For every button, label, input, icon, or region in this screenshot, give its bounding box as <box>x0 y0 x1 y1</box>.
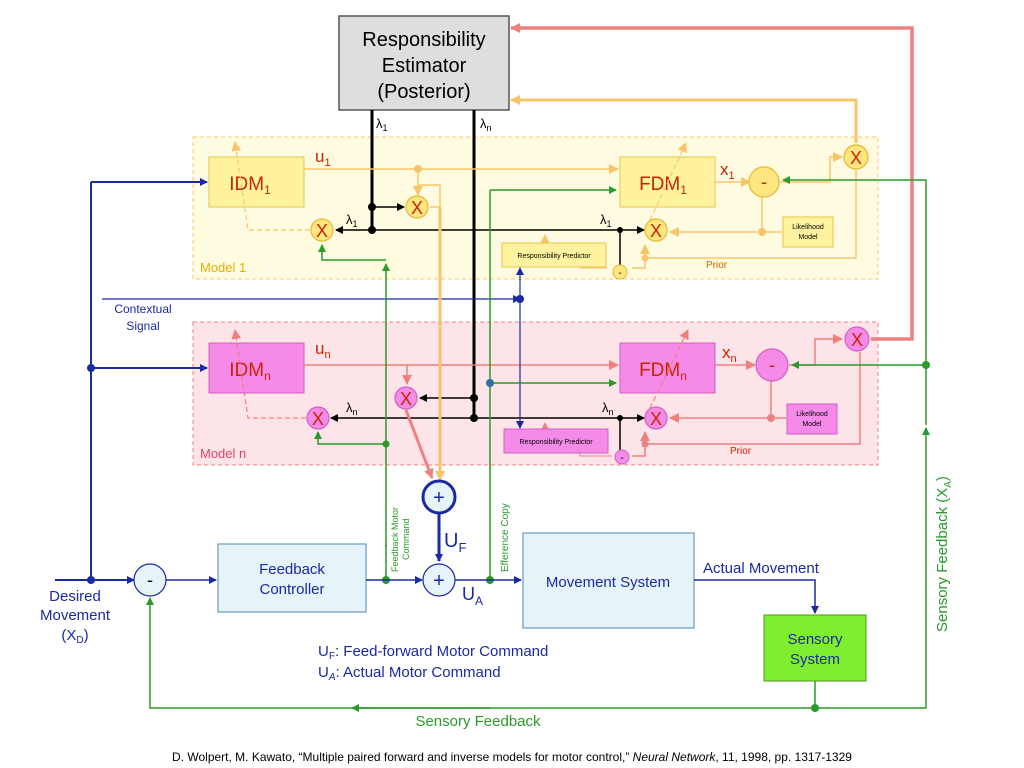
fdm1-multiplier-symbol: X <box>650 221 662 241</box>
sensory-system-line1: Sensory <box>787 631 843 648</box>
actual-movement-label: Actual Movement <box>703 560 820 577</box>
lambda1-fdm-label: λ1 <box>600 212 612 229</box>
estimator-line1: Responsibility <box>362 29 485 51</box>
modeln-likelihood-line1: Likelihood <box>796 411 828 418</box>
citation: D. Wolpert, M. Kawato, “Multiple paired … <box>172 750 852 764</box>
model1-label: Model 1 <box>200 260 246 275</box>
fdmn-responsibility-multiplier <box>644 406 668 430</box>
un-feedforward-line <box>404 409 434 479</box>
idmn-label: IDMn <box>229 360 271 383</box>
feedforward-sum-symbol: + <box>433 487 445 509</box>
idm1-responsibility-multiplier <box>310 218 334 242</box>
sensory-feedback-bottom-label: Sensory Feedback <box>415 713 541 730</box>
modeln-responsibility-predictor-label: Responsibility Predictor <box>519 439 593 446</box>
lambdan-idm-label: λn <box>346 400 358 417</box>
modeln-prior-label: Prior <box>730 446 752 457</box>
model1-prior-symbol: - <box>618 268 621 279</box>
movement-system-box <box>522 532 695 629</box>
x1-label: x1 <box>720 160 735 182</box>
u1-multiplier <box>405 195 429 219</box>
model1-prior-node <box>612 264 628 280</box>
legend-uf: UF: Feed-forward Motor Command <box>318 643 548 662</box>
uf-label: UF <box>444 530 466 555</box>
estimator-line2: Estimator <box>382 55 467 77</box>
modeln-prior-node <box>614 449 630 465</box>
fdm1-responsibility-multiplier <box>644 218 668 242</box>
sensory-feedback-bottom-line <box>146 597 815 709</box>
lambdan-fdm-label: λn <box>602 400 614 417</box>
contextual-signal-line2: Signal <box>126 319 159 333</box>
fdmn-box <box>619 342 716 394</box>
feedback-controller-box <box>217 543 367 613</box>
model1-likelihood-line2: Model <box>798 234 818 241</box>
idmn-multiplier-symbol: X <box>312 409 324 429</box>
modeln-likelihood-multiplier-symbol: X <box>851 330 863 350</box>
idm1-multiplier-symbol: X <box>316 221 328 241</box>
feedback-controller-line1: Feedback <box>259 561 325 578</box>
model1-prior-label: Prior <box>706 260 728 271</box>
un-multiplier-symbol: X <box>400 389 412 409</box>
model1-likelihood-line1: Likelihood <box>792 224 824 231</box>
sensory-feedback-side-line <box>814 427 930 709</box>
modeln-likelihood-box <box>786 403 838 435</box>
desired-movement-line2: Movement <box>40 607 111 624</box>
ua-label: UA <box>462 584 483 608</box>
desired-movement-line1: Desired <box>49 588 101 605</box>
desired-movement-line3: (XD) <box>61 627 88 646</box>
xn-label: xn <box>722 343 737 365</box>
model1-likelihood-multiplier-symbol: X <box>850 148 862 168</box>
modeln-responsibility-predictor-box <box>503 428 609 454</box>
modeln-likelihood-to-estimator-line <box>510 23 914 341</box>
modeln-label: Model n <box>200 446 246 461</box>
contextual-signal-line1: Contextual <box>114 302 171 316</box>
idm1-label: IDM1 <box>229 174 271 197</box>
responsibility-estimator-box <box>338 15 510 111</box>
modeln-prior-symbol: - <box>620 453 623 464</box>
desired-error-symbol: - <box>147 570 153 590</box>
idmn-responsibility-multiplier <box>306 406 330 430</box>
model1-error-symbol: - <box>761 172 767 192</box>
feedback-controller-line2: Controller <box>259 581 324 598</box>
fdmn-label: FDMn <box>639 360 687 383</box>
modeln-likelihood-line2: Model <box>802 421 822 428</box>
sensory-system-box <box>763 614 867 682</box>
un-multiplier <box>394 386 418 410</box>
model1-responsibility-predictor-label: Responsibility Predictor <box>517 253 591 260</box>
modeln-error-symbol: - <box>769 355 775 375</box>
u1-multiplier-symbol: X <box>411 198 423 218</box>
sensory-feedback-side-label: Sensory Feedback (XA) <box>934 476 954 632</box>
idm1-box <box>208 156 305 208</box>
movement-system-label: Movement System <box>546 574 670 591</box>
lambda1-top-label: λ1 <box>376 116 388 133</box>
modeln-likelihood-multiplier <box>844 326 870 352</box>
efference-copy-label: Efference Copy <box>500 503 511 572</box>
model1-error-node <box>748 166 780 198</box>
lambda1-idm-label: λ1 <box>346 212 358 229</box>
model1-likelihood-box <box>782 216 834 248</box>
idmn-box <box>208 342 305 394</box>
lambdan-top-label: λn <box>480 116 492 133</box>
model1-responsibility-predictor-box <box>501 242 607 268</box>
legend-ua: UA: Actual Motor Command <box>318 664 501 683</box>
fdm1-label: FDM1 <box>639 174 687 197</box>
modeln-error-node <box>755 348 789 382</box>
model1-likelihood-multiplier <box>843 144 869 170</box>
sensory-system-line2: System <box>790 651 840 668</box>
feedback-motor-command-line1: Feedback Motor <box>390 507 400 572</box>
fdmn-multiplier-symbol: X <box>650 409 662 429</box>
actual-movement-line <box>694 579 819 614</box>
motor-command-sum-symbol: + <box>433 570 445 592</box>
model1-likelihood-to-estimator-line <box>510 95 858 143</box>
feedback-motor-command-line2: Command <box>401 518 411 560</box>
u1-label: u1 <box>315 147 331 169</box>
un-label: un <box>315 339 331 361</box>
estimator-line3: (Posterior) <box>377 81 470 103</box>
